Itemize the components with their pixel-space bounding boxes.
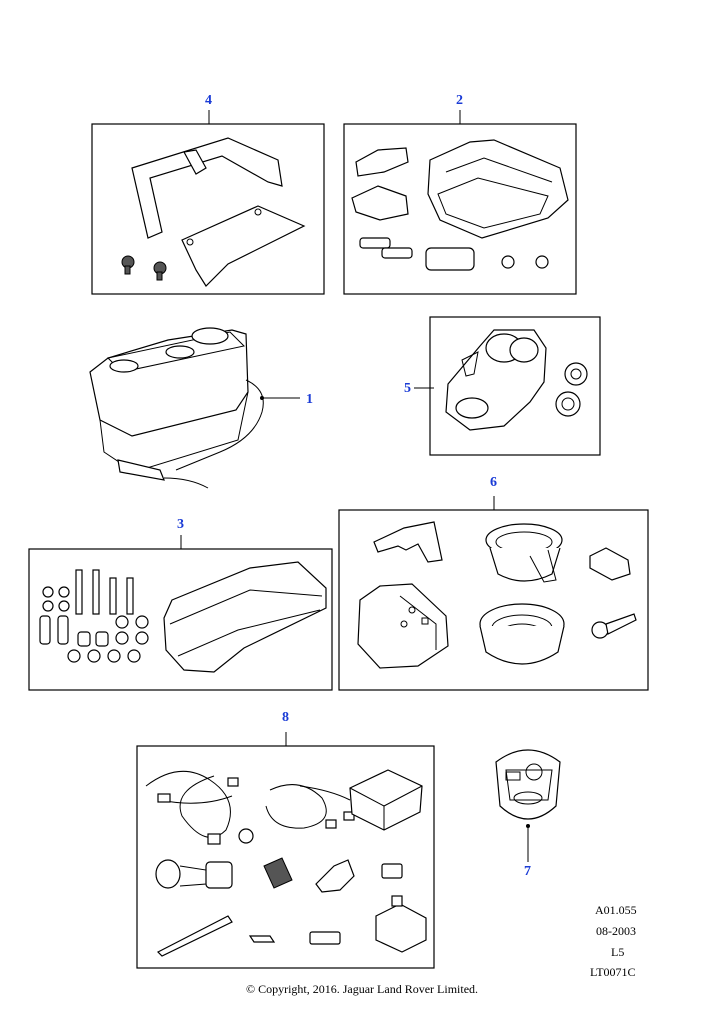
callout-2[interactable]: 2 — [456, 93, 463, 108]
housing-part — [427, 139, 569, 239]
ref-code: A01.055 — [595, 903, 637, 917]
key-fob-part — [495, 749, 561, 862]
date-code: 08-2003 — [596, 924, 636, 938]
harness-2-part — [265, 784, 355, 829]
cable-tie-part — [156, 915, 233, 957]
console-part — [357, 583, 449, 669]
bracket-part — [131, 137, 283, 239]
bracket-clip-part — [351, 147, 409, 221]
gear-knob-part — [445, 329, 547, 431]
level-code: L5 — [611, 945, 625, 959]
panel-6 — [338, 496, 649, 691]
panel-2 — [343, 110, 577, 295]
socket-part — [155, 859, 233, 889]
screw-part — [591, 613, 637, 639]
illustration-code: LT0071C — [590, 965, 636, 979]
plate-part — [181, 205, 306, 287]
screw-part — [121, 255, 167, 281]
cup-holder-part — [485, 523, 563, 583]
control-module-part — [349, 769, 423, 831]
panel-4 — [91, 110, 325, 295]
connector-part — [381, 863, 403, 879]
bolts-part — [39, 569, 149, 663]
fixings-part — [359, 237, 549, 271]
panel-3 — [28, 535, 333, 691]
callout-7[interactable]: 7 — [524, 864, 531, 879]
nut-part — [238, 828, 254, 844]
callout-8[interactable]: 8 — [282, 710, 289, 725]
spring-clip-part — [589, 547, 631, 581]
armrest-part — [163, 561, 327, 673]
callout-6[interactable]: 6 — [490, 475, 497, 490]
cup-bowl-part — [479, 603, 565, 665]
callout-4[interactable]: 4 — [205, 93, 212, 108]
clip-part — [373, 521, 443, 563]
callout-1[interactable]: 1 — [306, 392, 313, 407]
coolbox-part — [89, 327, 300, 489]
terminal-part — [248, 935, 276, 943]
switch-part — [375, 895, 427, 953]
plug-part — [309, 931, 341, 945]
panel-8 — [136, 732, 435, 969]
bracket-part — [315, 859, 355, 893]
panel-5 — [414, 316, 601, 456]
harness-part — [145, 770, 239, 845]
copyright: © Copyright, 2016. Jaguar Land Rover Lim… — [245, 982, 479, 996]
callout-5[interactable]: 5 — [404, 381, 411, 396]
callout-3[interactable]: 3 — [177, 517, 184, 532]
pad-part — [263, 857, 293, 889]
